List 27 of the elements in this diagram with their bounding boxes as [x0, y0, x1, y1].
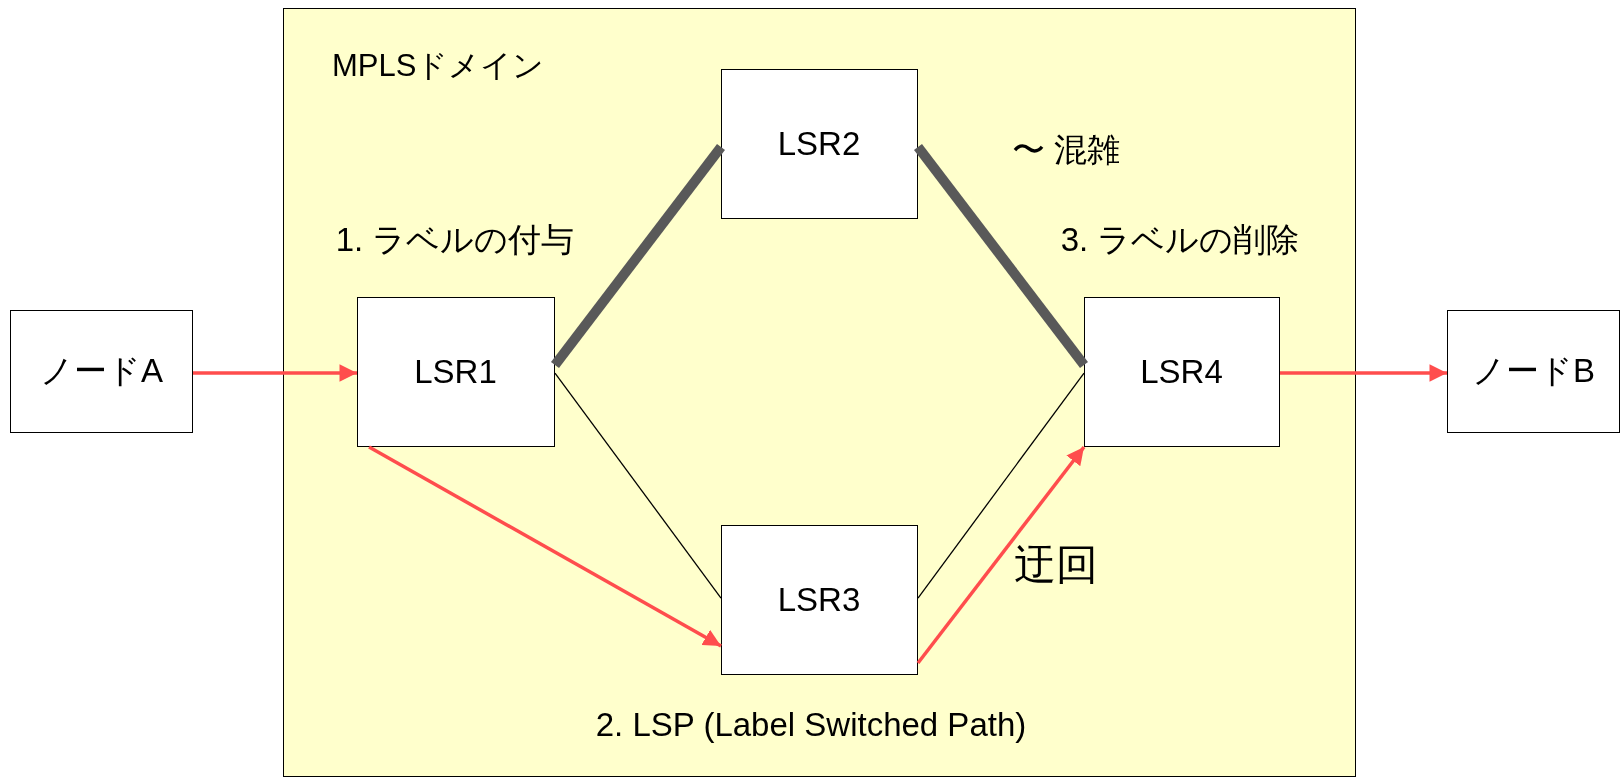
arrow [916, 445, 1086, 665]
domain-title: MPLSドメイン [332, 47, 545, 85]
node-label: LSR1 [414, 352, 497, 391]
node-box [1447, 310, 1620, 433]
link-line [917, 372, 1085, 599]
router-box [720, 524, 918, 675]
arrow [1280, 364, 1447, 382]
link-line [554, 372, 722, 599]
domain-box [283, 8, 1356, 777]
node-label: LSR4 [1140, 352, 1223, 391]
annotation-text: 〜 混雑 [1011, 129, 1121, 170]
link-line [914, 143, 1088, 368]
annotation-text: 3. ラベルの削除 [1060, 219, 1300, 260]
node-label: ノードB [1472, 351, 1595, 391]
arrow [368, 445, 722, 648]
router-box [720, 68, 918, 219]
node-label: LSR2 [777, 124, 861, 163]
annotation-text: 迂回 [1014, 540, 1098, 590]
annotation-text: 2. LSP (Label Switched Path) [595, 706, 1027, 744]
node-box [10, 310, 193, 433]
annotation-text: 1. ラベルの付与 [335, 219, 575, 260]
node-label: LSR3 [777, 580, 861, 619]
node-label: ノードA [40, 351, 163, 391]
router-box [1083, 296, 1280, 447]
link-line [551, 143, 725, 368]
arrow [193, 364, 357, 382]
router-box [356, 296, 555, 447]
